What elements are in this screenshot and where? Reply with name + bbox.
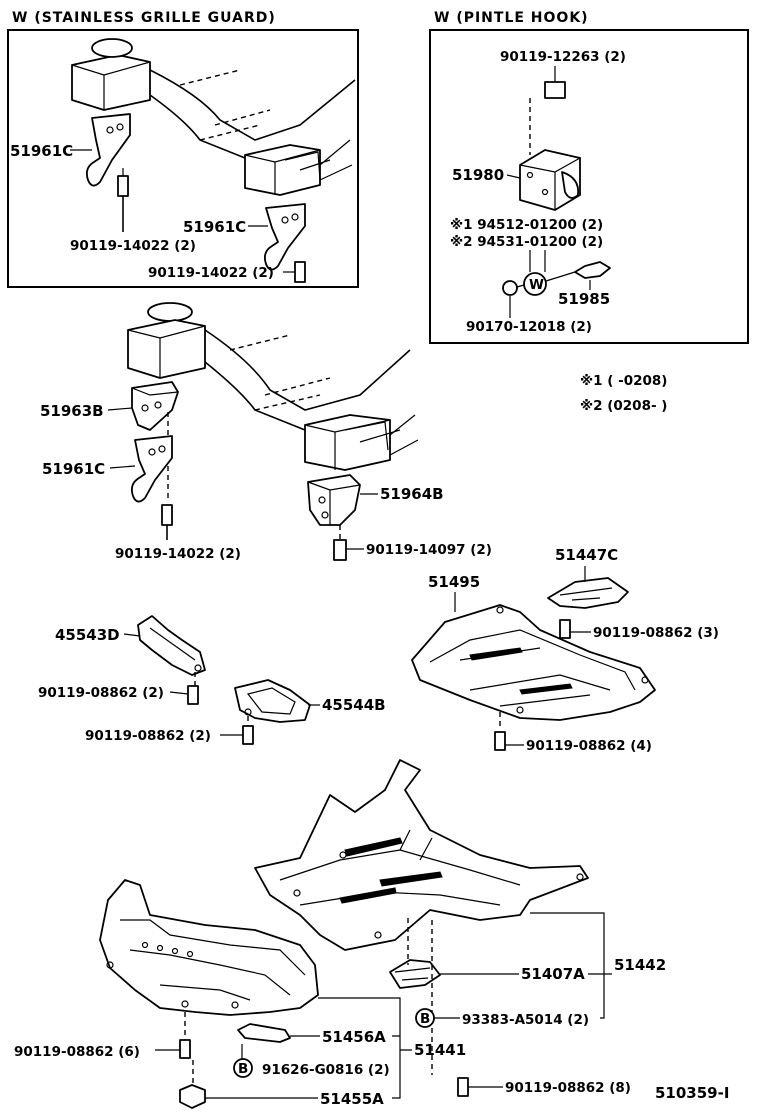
label-51456A: 51456A	[322, 1028, 386, 1046]
grille-guard-inset-frame	[7, 29, 359, 288]
label-45544B: 45544B	[322, 696, 386, 714]
bracket-51407A	[389, 959, 441, 989]
nut-icon	[179, 1084, 206, 1109]
b-circle-letter-1: B	[420, 1011, 430, 1027]
bolt-icon	[294, 261, 306, 283]
undercover-51495	[411, 604, 656, 721]
bolt-icon	[544, 81, 566, 99]
label-51961C-upper: 51961C	[10, 142, 73, 160]
label-90119-14022-upper: 90119-14022 (2)	[70, 238, 196, 254]
label-51447C: 51447C	[555, 546, 618, 564]
label-51980: 51980	[452, 166, 504, 184]
hook-bracket-51961C-main	[130, 435, 173, 503]
label-45543D: 45543D	[55, 626, 120, 644]
w-circle-marker	[523, 272, 547, 296]
label-51495: 51495	[428, 573, 480, 591]
crossmember-51441	[99, 879, 319, 1016]
bolt-icon	[179, 1039, 191, 1059]
label-51407A: 51407A	[521, 965, 585, 983]
label-90119-08862-6: 90119-08862 (6)	[14, 1044, 140, 1060]
bolt-icon	[494, 731, 506, 751]
bolt-icon	[117, 175, 129, 197]
label-91626-G0816: 91626-G0816 (2)	[262, 1062, 390, 1078]
label-90119-14097: 90119-14097 (2)	[366, 542, 492, 558]
pintle-hook-title: W (PINTLE HOOK)	[434, 10, 589, 26]
b-circle-letter-2: B	[238, 1061, 248, 1077]
label-93383-A5014: 93383-A5014 (2)	[462, 1012, 589, 1028]
label-51961C-main: 51961C	[42, 460, 105, 478]
label-51455A: 51455A	[320, 1090, 384, 1108]
hook-bracket-51961C-upper	[85, 113, 131, 232]
bracket-51447C	[547, 577, 629, 609]
label-90170-12018: 90170-12018 (2)	[466, 319, 592, 335]
bolt-icon	[187, 685, 199, 705]
main-frame-drawing	[127, 302, 419, 471]
label-51964B: 51964B	[380, 485, 444, 503]
bolt-icon	[161, 504, 173, 526]
label-51442: 51442	[614, 956, 666, 974]
label-90119-08862-8: 90119-08862 (8)	[505, 1080, 631, 1096]
note-1: ※1 ( -0208)	[580, 373, 667, 389]
label-90119-14022-main: 90119-14022 (2)	[115, 546, 241, 562]
b-circle-marker	[233, 1058, 253, 1078]
label-51985: 51985	[558, 290, 610, 308]
bracket-45543D	[137, 615, 206, 676]
label-51441: 51441	[414, 1041, 466, 1059]
label-90119-08862-2a: 90119-08862 (2)	[38, 685, 164, 701]
diagram-id: 510359-I	[655, 1084, 729, 1102]
label-90119-14022-lower: 90119-14022 (2)	[148, 265, 274, 281]
bolt-icon	[242, 725, 254, 745]
note-2: ※2 (0208- )	[580, 398, 667, 414]
label-90119-08862-2b: 90119-08862 (2)	[85, 728, 211, 744]
grille-guard-frame-drawing	[71, 38, 356, 196]
pintle-hook-inset: W (PINTLE HOOK) 90119-12263 (2) 51980 ※1…	[429, 10, 749, 344]
label-51963B: 51963B	[40, 402, 104, 420]
grille-guard-inset: W (STAINLESS GRILLE GUARD)	[7, 10, 359, 288]
label-90119-08862-4: 90119-08862 (4)	[526, 738, 652, 754]
bracket-51963B	[131, 381, 179, 431]
bracket-51964B	[307, 474, 361, 526]
skid-plate-51442	[254, 759, 589, 951]
label-94531-01200: ※2 94531-01200 (2)	[450, 234, 603, 250]
hook-bracket-51961C-lower	[263, 203, 306, 283]
label-94512-01200: ※1 94512-01200 (2)	[450, 217, 603, 233]
bolt-icon	[457, 1077, 469, 1097]
bolt-icon	[559, 619, 571, 639]
grille-guard-title: W (STAINLESS GRILLE GUARD)	[12, 10, 276, 26]
bracket-51456A	[237, 1023, 291, 1043]
nut-icon	[502, 280, 518, 296]
bracket-45544B	[234, 679, 311, 723]
pintle-pin-51985	[574, 261, 611, 279]
label-90119-12263: 90119-12263 (2)	[500, 49, 626, 65]
bolt-icon	[333, 539, 347, 561]
w-circle-letter: W	[529, 277, 544, 293]
pintle-hook-51980	[519, 149, 581, 211]
pintle-hook-inset-frame	[429, 29, 749, 344]
label-51961C-lower: 51961C	[183, 218, 246, 236]
label-90119-08862-3: 90119-08862 (3)	[593, 625, 719, 641]
